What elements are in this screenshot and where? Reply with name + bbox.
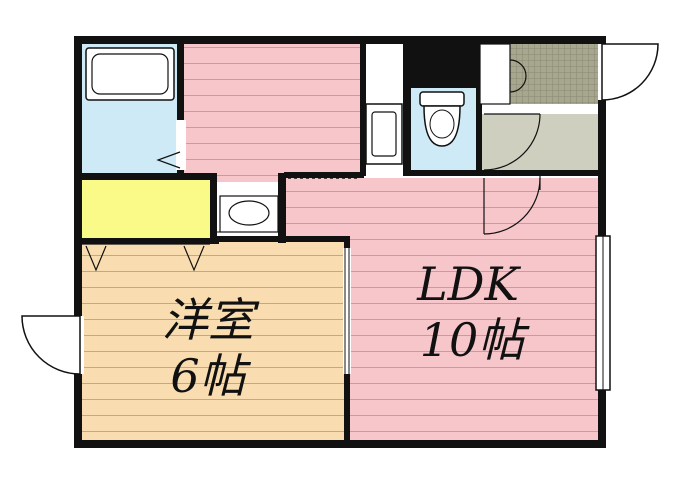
toilet [419, 91, 465, 147]
walls [74, 36, 606, 448]
shoe-cabinet [479, 43, 511, 105]
ldk-name: LDK [416, 257, 521, 311]
washbasin [214, 195, 279, 233]
western-room-floor [80, 242, 348, 444]
bath-door-swing [156, 151, 181, 169]
ldk-door-swing [483, 177, 541, 235]
closet-doors [80, 243, 210, 272]
western-room-name: 洋室 [162, 293, 260, 347]
kitchen-counter [365, 103, 403, 165]
genkan-tile-floor [510, 44, 602, 104]
bathtub [85, 47, 175, 101]
closet-floor [80, 178, 214, 242]
entrance-floor [478, 114, 602, 176]
kitchen-floor [183, 42, 363, 182]
west-door-opening [72, 316, 84, 374]
hall-door-swing [483, 113, 541, 171]
west-door-swing [21, 315, 81, 375]
entrance-door-swing [601, 43, 659, 101]
ldk-size: 10帖 [420, 313, 531, 367]
western-room-size: 6帖 [170, 349, 251, 403]
